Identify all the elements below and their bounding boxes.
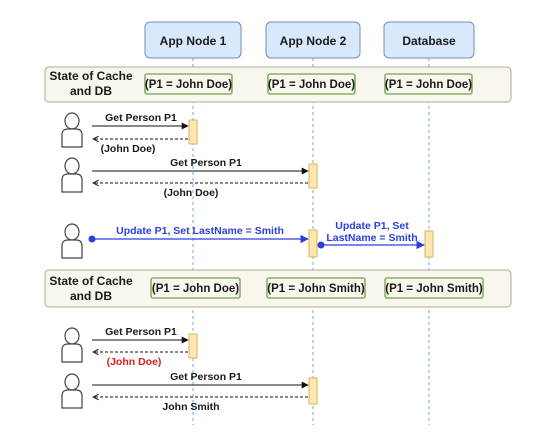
request-label-3: Get Person P1: [105, 326, 177, 338]
state-1-node1-box: [144, 73, 233, 95]
activation-node1-1: [188, 119, 198, 145]
activation-node2-2: [308, 377, 318, 405]
user-actor-1: [61, 112, 83, 148]
state-1-title-line2: and DB: [70, 84, 112, 98]
database-label: Database: [402, 34, 456, 48]
app-node-2-header: App Node 2: [265, 21, 361, 59]
state-1-db-value: (P1 = John Doe): [385, 79, 472, 91]
state-1-node2-box: [267, 73, 356, 95]
update-db-start-dot: [317, 241, 325, 249]
activation-db-update: [424, 230, 434, 258]
user-actor-5: [61, 373, 83, 409]
state-2-node1-box: [150, 277, 241, 299]
state-2-node1-value: (P1 = John Doe): [152, 283, 239, 295]
state-1-db-box: [384, 73, 473, 95]
state-2-node2-box: [266, 277, 366, 299]
activation-node2-update: [308, 229, 318, 258]
state-panel-2: State of Cache and DB (P1 = John Doe) (P…: [44, 269, 512, 308]
request-label-4: Get Person P1: [170, 371, 242, 383]
state-2-db-box: [384, 277, 484, 299]
state-panel-1: State of Cache and DB (P1 = John Doe) (P…: [44, 66, 512, 103]
state-2-title-line2: and DB: [70, 289, 112, 303]
update-label: Update P1, Set LastName = Smith: [116, 225, 284, 237]
return-label-3-stale: (John Doe): [107, 356, 162, 368]
state-2-title-line1: State of Cache: [49, 274, 133, 288]
state-2-node2-value: (P1 = John Smith): [267, 283, 365, 295]
app-node-1-label: App Node 1: [160, 34, 227, 48]
update-db-label-line1: Update P1, Set: [335, 220, 409, 232]
user-actor-4: [61, 327, 83, 363]
request-label-1: Get Person P1: [105, 112, 177, 124]
state-1-title-line1: State of Cache: [49, 69, 133, 83]
app-node-1-header: App Node 1: [144, 21, 242, 59]
update-db-label-line2: LastName = Smith: [326, 232, 417, 244]
state-2-db-value: (P1 = John Smith): [385, 283, 483, 295]
return-label-1: (John Doe): [101, 143, 156, 155]
database-header: Database: [383, 21, 475, 59]
state-1-node2-value: (P1 = John Doe): [268, 79, 355, 91]
user-actor-2: [61, 157, 83, 193]
return-label-4: John Smith: [162, 401, 219, 413]
update-start-dot: [88, 235, 96, 243]
user-actor-3: [61, 223, 83, 259]
request-label-2: Get Person P1: [170, 157, 242, 169]
return-label-2: (John Doe): [164, 187, 219, 199]
app-node-2-label: App Node 2: [280, 34, 347, 48]
state-1-node1-value: (P1 = John Doe): [145, 79, 232, 91]
activation-node2-1: [308, 163, 318, 189]
activation-node1-2: [188, 333, 198, 359]
